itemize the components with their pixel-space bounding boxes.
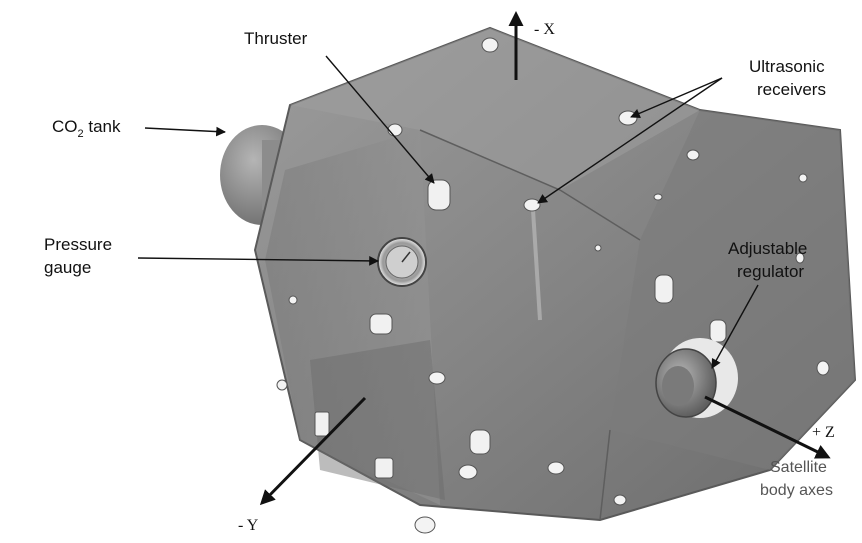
pressure-gauge-shape [378,238,426,286]
co2-tank-label: CO2 tank [52,117,121,140]
co2-suffix: tank [84,117,121,136]
co2-prefix: CO [52,117,78,136]
co2-leader [145,128,225,132]
plus-z-axis-label: + Z [812,424,835,441]
regulator-label-line1: Adjustable [728,239,807,258]
pressure-label-line2: gauge [44,258,91,277]
ultrasonic-label-line1: Ultrasonic [749,57,825,76]
body-axes-label-line1: Satellite [770,459,827,476]
ultrasonic-label-line2: receivers [757,80,826,99]
pressure-label-line1: Pressure [44,235,112,254]
body-axes-label-line2: body axes [760,482,833,499]
thruster-label: Thruster [244,29,308,48]
minus-x-axis-label: - X [534,21,555,38]
minus-y-axis-label: - Y [238,517,259,534]
regulator-label-line2: regulator [737,262,804,281]
